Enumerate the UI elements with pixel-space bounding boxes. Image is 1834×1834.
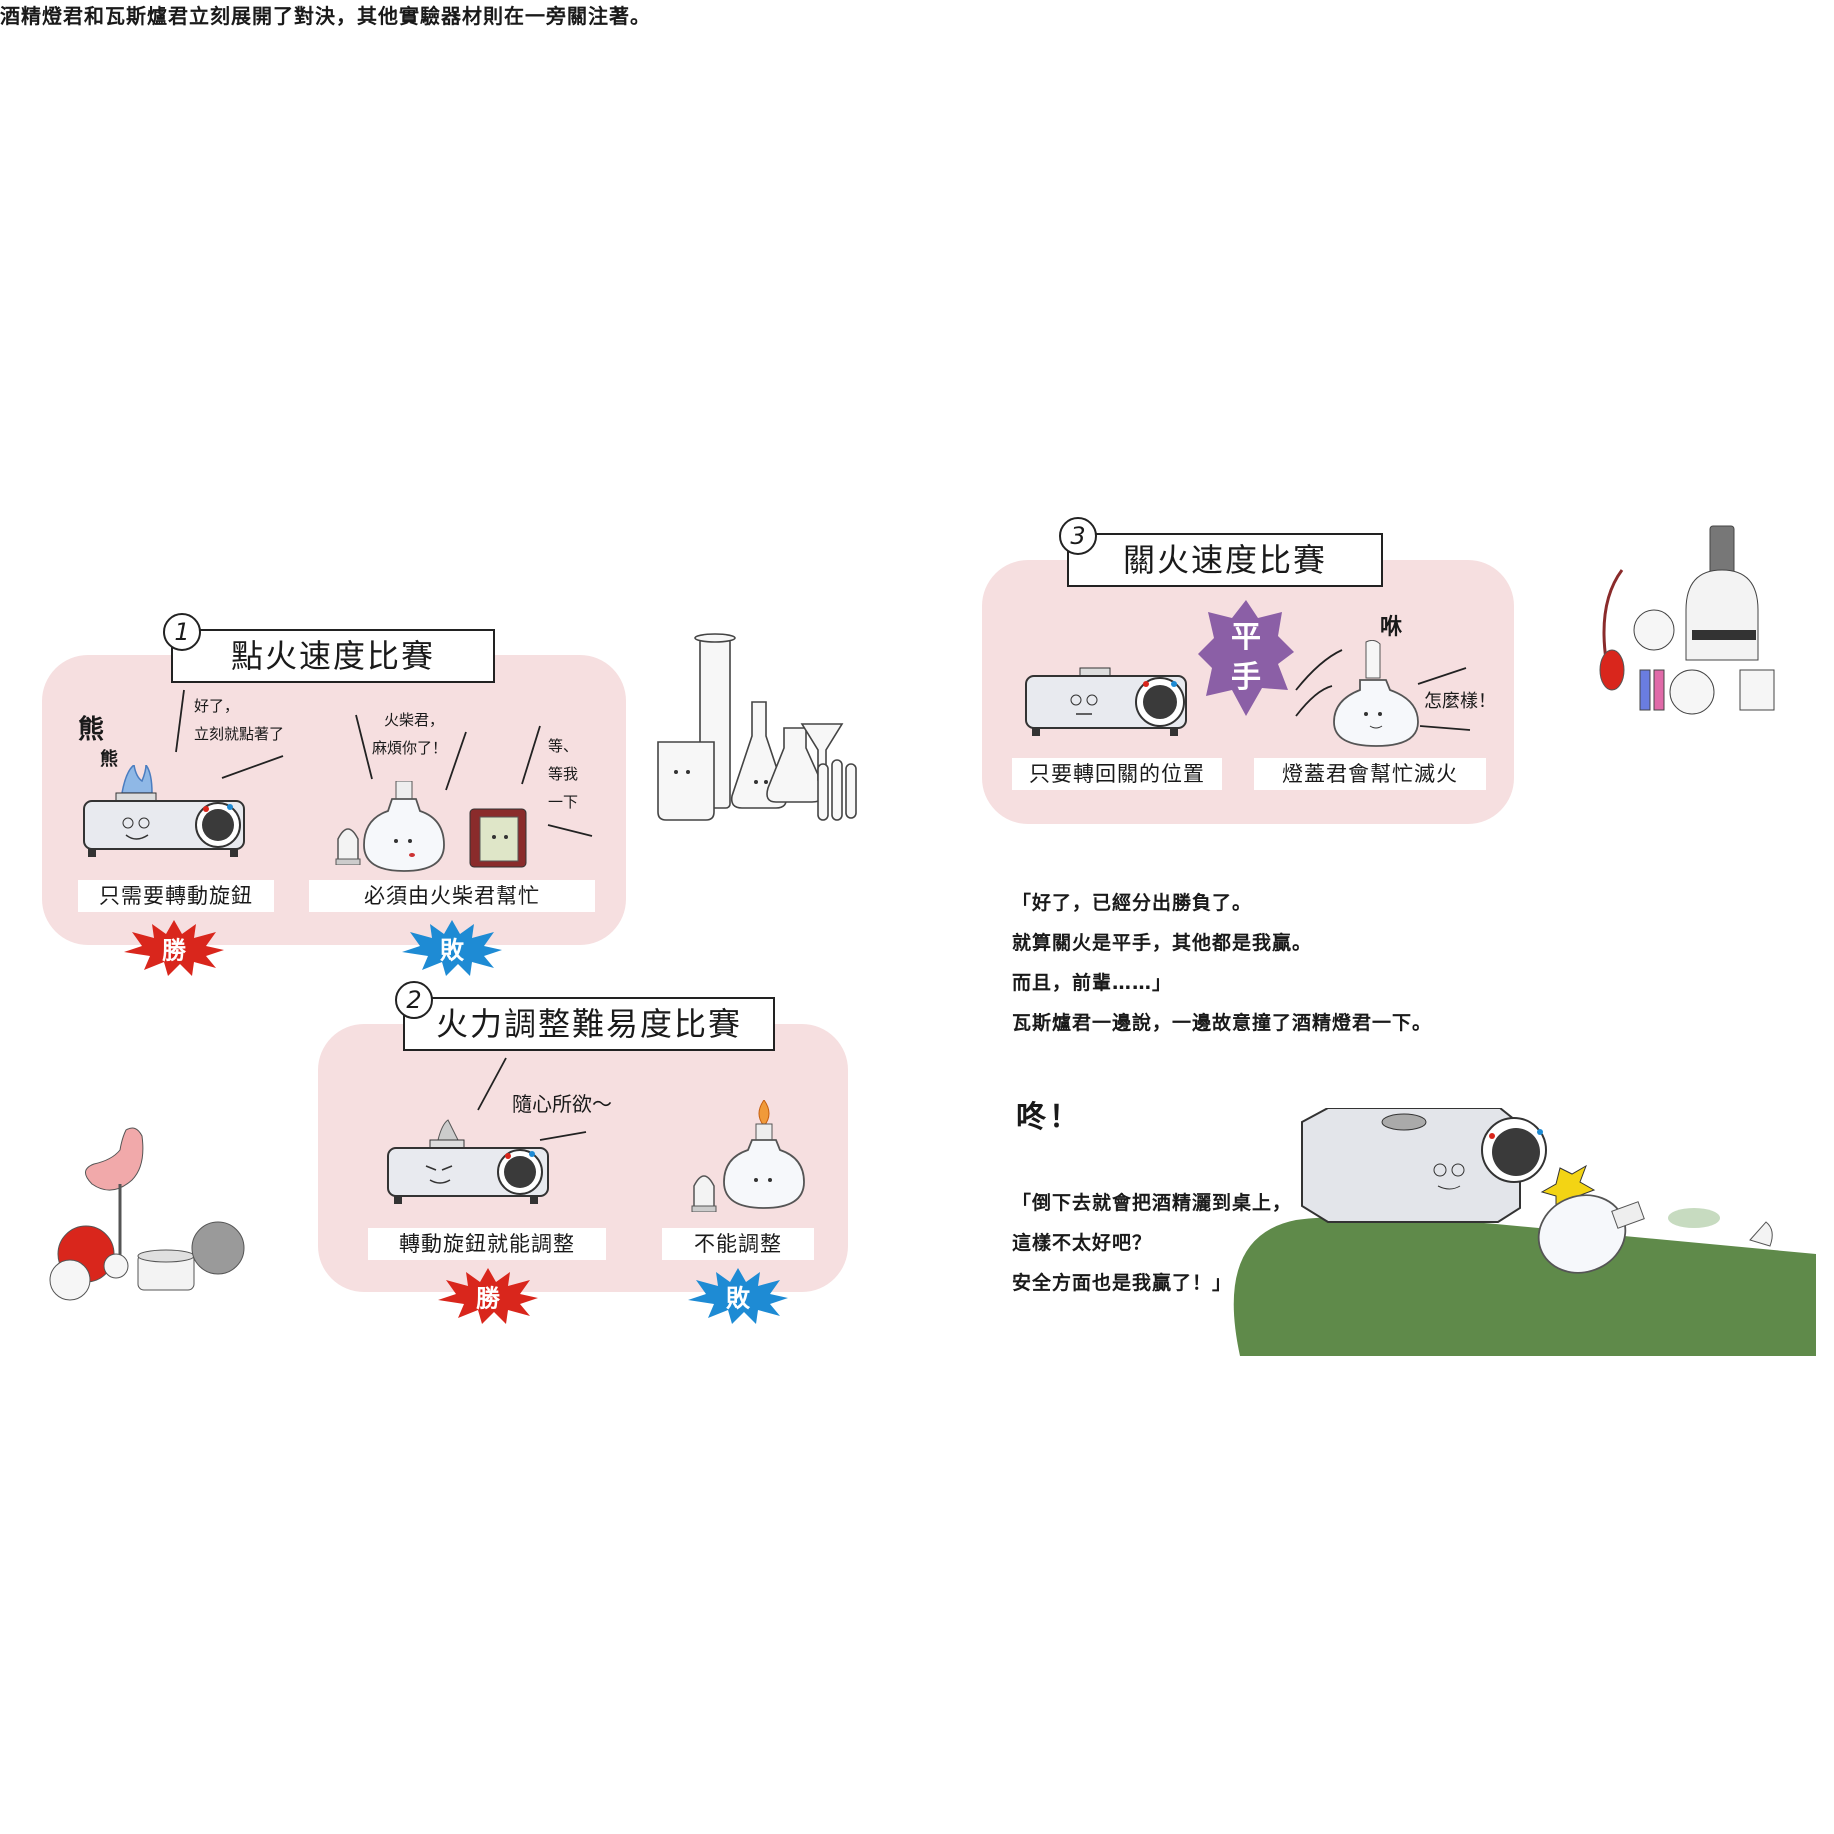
badge-tie: 平 手: [1198, 600, 1294, 716]
stomach-model-group: [49, 1127, 245, 1301]
story-line-3: 而且，前輩……」: [1012, 972, 1173, 994]
sfx-swish: 咻: [1380, 615, 1403, 640]
caption-stove-ignite: 只需要轉動旋鈕: [78, 880, 274, 912]
intro-text: 酒精燈君和瓦斯爐君立刻展開了對決，其他實驗器材則在一旁關注著。: [0, 4, 651, 28]
alcohol-lamp-character: [1333, 640, 1419, 747]
speech-stove-control: 隨心所欲～: [512, 1092, 612, 1116]
story-quote-1: 「倒下去就會把酒精灑到桌上，: [1012, 1192, 1293, 1214]
speech-lamp-cap: 怎麼樣！: [1424, 691, 1496, 712]
story-quote-3: 安全方面也是我贏了！」: [1012, 1272, 1233, 1294]
table-scene: [1233, 1108, 1816, 1356]
speech-lamp-ask-match: 火柴君， 麻煩你了！: [372, 711, 448, 757]
lamp-cap-character: [691, 1175, 717, 1212]
badge-lose-ignition: 敗: [402, 920, 502, 976]
panel-title-shutoff: 關火速度比賽: [1067, 533, 1383, 587]
caption-lamp-shutoff: 燈蓋君會幫忙滅火: [1254, 758, 1486, 790]
caption-lamp-ignite: 必須由火柴君幫忙: [309, 880, 595, 912]
lab-equipment-group: [657, 633, 857, 821]
gas-stove-character: [387, 1119, 549, 1204]
panel-title-flame-control: 火力調整難易度比賽: [403, 997, 775, 1051]
sfx-flame: 熊 熊: [78, 715, 118, 770]
gas-stove-character: [1025, 667, 1187, 736]
story-line-1: 「好了，已經分出勝負了。: [1012, 892, 1253, 914]
caption-stove-shutoff: 只要轉回關的位置: [1012, 758, 1222, 790]
badge-lose-flame-control: 敗: [688, 1268, 788, 1324]
panel-number-3: 3: [1059, 517, 1097, 555]
badge-win-flame-control: 勝: [438, 1268, 538, 1324]
speech-match-wait: 等、 等我 一下: [548, 737, 579, 811]
panel-number-1: 1: [163, 613, 201, 651]
caption-lamp-control: 不能調整: [662, 1228, 814, 1260]
microscope-group: [1599, 525, 1775, 715]
caption-stove-control: 轉動旋鈕就能調整: [368, 1228, 606, 1260]
story-quote-2: 這樣不太好吧？: [1012, 1232, 1153, 1254]
badge-win-ignition: 勝: [124, 920, 224, 976]
match-box-character: [469, 808, 527, 868]
panel-title-ignition: 點火速度比賽: [171, 629, 495, 683]
gas-stove-character: [83, 765, 245, 857]
alcohol-lamp-character: [723, 1100, 805, 1209]
speech-stove-ignite: 好了， 立刻就點著了: [194, 697, 285, 743]
sfx-bump: 咚！: [1016, 1100, 1082, 1135]
panel-number-2: 2: [395, 981, 433, 1019]
story-line-4: 瓦斯爐君一邊說，一邊故意撞了酒精燈君一下。: [1012, 1012, 1433, 1034]
story-line-2: 就算關火是平手，其他都是我贏。: [1012, 932, 1313, 954]
lamp-cap-character: [335, 828, 361, 865]
alcohol-lamp-character: [363, 781, 445, 872]
